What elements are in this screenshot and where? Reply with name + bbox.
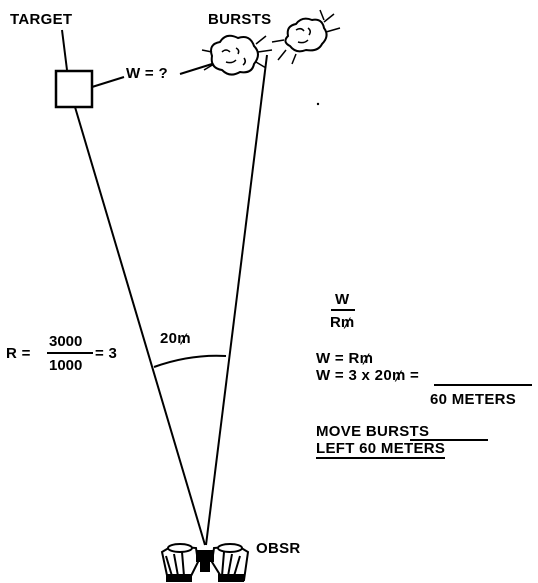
instruction-line-2-text: LEFT 60 METERS [316, 440, 445, 459]
formula-line-2: W = 3 x 20₥ = [316, 368, 419, 383]
deviation-line-right [180, 64, 212, 74]
formula-line-1: W = R₥ [316, 351, 373, 366]
speck [317, 103, 319, 105]
angle-label: 20₥ [160, 331, 191, 346]
burst-cloud-icon [272, 10, 340, 64]
target-stake-line [62, 30, 67, 70]
bursts-label: BURSTS [208, 12, 271, 27]
instruction-line-1-b: TS [410, 424, 488, 441]
answer-blank-line [434, 384, 532, 386]
sight-line-bursts [206, 55, 267, 545]
observer-label: OBSR [256, 541, 301, 556]
burst-cloud-icon [202, 36, 272, 75]
instruction-line-2: LEFT 60 METERS [316, 441, 445, 456]
sight-line-target [75, 107, 205, 545]
instruction-line-1: MOVE BURSTS [316, 424, 488, 441]
deviation-line-left [92, 77, 124, 87]
range-result: = 3 [95, 346, 117, 361]
formula-fraction-top: W [335, 292, 349, 307]
target-label: TARGET [10, 12, 72, 27]
instruction-line-1-a: MOVE BURS [316, 423, 410, 440]
formula-fraction-bar [331, 309, 355, 311]
binoculars-icon [162, 544, 248, 582]
angle-arc [154, 356, 226, 367]
range-fraction-bar [47, 352, 93, 354]
target-square-icon [56, 71, 92, 107]
answer-text: 60 METERS [430, 392, 516, 407]
range-numerator: 3000 [49, 334, 82, 349]
range-prefix: R = [6, 346, 31, 361]
w-unknown-label: W = ? [126, 66, 168, 81]
range-denominator: 1000 [49, 358, 82, 373]
formula-fraction-bottom: R₥ [330, 315, 354, 330]
